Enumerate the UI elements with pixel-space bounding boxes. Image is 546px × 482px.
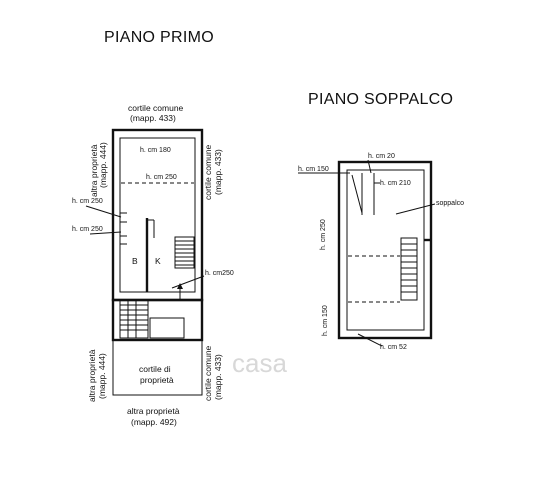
bottom-right-line2: (mapp. 433) — [213, 354, 223, 400]
leader-h250-c — [171, 275, 205, 289]
bottom-label-line1: altra proprietà — [127, 406, 180, 416]
leader-soppalco — [395, 203, 436, 215]
label-h150-top: h. cm 150 — [298, 166, 329, 173]
entrance-step — [149, 317, 185, 339]
left-label-line1: altra proprietà — [89, 144, 99, 197]
label-h150-bottom: h. cm 150 — [322, 305, 329, 336]
right-label-line1: cortile comune — [203, 144, 213, 200]
label-h250-b: h. cm 250 — [72, 226, 103, 233]
courtyard-label-2: proprietà — [140, 375, 174, 385]
soppalco-inner-wall — [346, 169, 425, 331]
courtyard-label-1: cortile di — [139, 364, 171, 374]
primo-outer-wall — [111, 128, 204, 302]
arrow-head — [177, 283, 183, 289]
label-h250-inner: h. cm 250 — [146, 174, 177, 181]
bottom-left-line2: (mapp. 444) — [97, 353, 107, 399]
top-label-line1: cortile comune — [128, 103, 184, 113]
bottom-left-line1: altra proprietà — [87, 349, 97, 402]
bottom-label-line2: (mapp. 492) — [131, 417, 177, 427]
leader-h52 — [357, 333, 383, 347]
leader-h250-a — [85, 205, 122, 218]
label-h52: h. cm 52 — [380, 344, 407, 351]
right-label-line2: (mapp. 433) — [213, 149, 223, 195]
left-label-line2: (mapp. 444) — [98, 142, 108, 188]
label-soppalco: soppalco — [436, 200, 464, 207]
piano-soppalco-plan: h. cm 20 h. cm 150 h. cm 210 soppalco h.… — [298, 153, 464, 351]
label-h20: h. cm 20 — [368, 153, 395, 160]
leader-h250-b — [89, 231, 122, 235]
soppalco-outer-wall — [337, 160, 433, 340]
watermark-text: casa — [232, 348, 287, 378]
stair-treads-lower — [120, 300, 148, 338]
courtyard-area — [112, 339, 203, 396]
label-h250: h. cm 250 — [320, 219, 327, 250]
piano-primo-plan: cortile comune (mapp. 433) altra proprie… — [72, 103, 234, 427]
soppalco-diagonal — [351, 174, 363, 214]
primo-inner-wall — [119, 137, 196, 293]
label-h180: h. cm 180 — [140, 147, 171, 154]
title-piano-soppalco: PIANO SOPPALCO — [308, 91, 453, 108]
room-b-label: B — [132, 256, 138, 266]
stair-box-lower — [119, 299, 149, 339]
label-h250-a: h. cm 250 — [72, 198, 103, 205]
room-k-label: K — [155, 256, 161, 266]
bottom-right-line1: cortile comune — [203, 345, 213, 401]
label-h210: h. cm 210 — [380, 180, 411, 187]
soppalco-stair-treads — [401, 243, 417, 293]
soppalco-staircase — [400, 237, 418, 301]
stair-treads-upper — [175, 240, 194, 266]
leader-h20 — [367, 159, 372, 174]
top-label-line2: (mapp. 433) — [130, 113, 176, 123]
title-piano-primo: PIANO PRIMO — [104, 29, 214, 46]
label-h250-c: h. cm250 — [205, 270, 234, 277]
